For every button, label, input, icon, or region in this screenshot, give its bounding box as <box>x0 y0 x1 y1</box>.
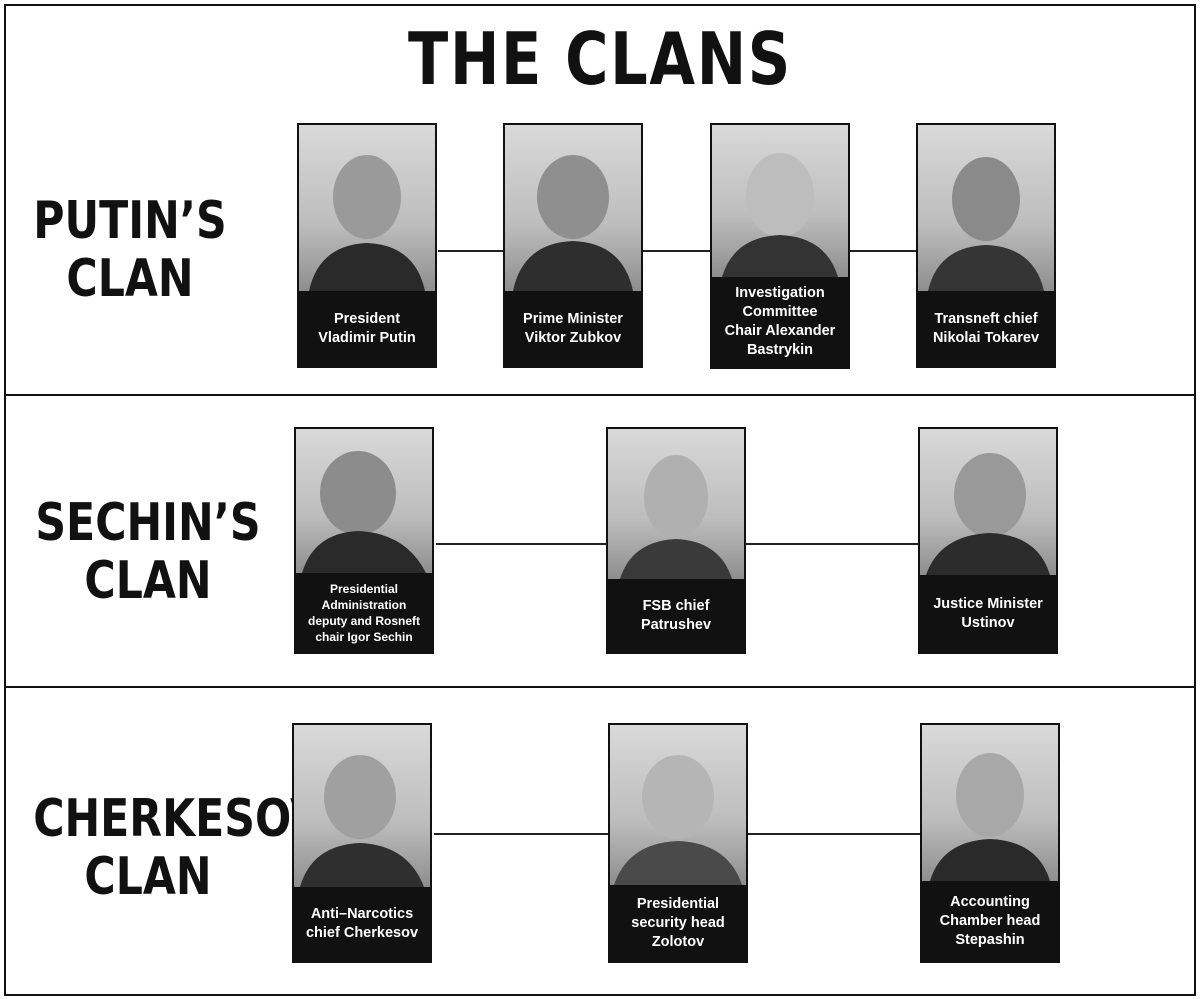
portrait-photo <box>712 125 848 277</box>
member-card: Investigation Committee Chair Alexander … <box>710 123 850 369</box>
clan-label-putin: PUTIN’S CLAN <box>33 191 227 309</box>
member-caption: Justice Minister Ustinov <box>933 595 1043 631</box>
person-silhouette-icon <box>614 755 742 885</box>
member-card: Prime Minister Viktor Zubkov <box>503 123 643 368</box>
member-caption: Transneft chief Nikolai Tokarev <box>932 310 1040 346</box>
person-silhouette-icon <box>928 157 1044 291</box>
portrait-photo <box>608 429 744 579</box>
person-silhouette-icon <box>309 155 425 291</box>
member-caption: Investigation Committee Chair Alexander … <box>724 285 836 358</box>
portrait-photo <box>610 725 746 885</box>
diagram-title: THE CLANS <box>408 17 792 101</box>
person-silhouette-icon <box>300 755 424 887</box>
portrait-photo <box>505 125 641 291</box>
member-card: Anti–Narcotics chief Cherkesov <box>292 723 432 963</box>
person-silhouette-icon <box>620 455 732 579</box>
member-card: President Vladimir Putin <box>297 123 437 368</box>
connector-putin <box>438 250 916 252</box>
person-silhouette-icon <box>930 753 1050 881</box>
clan-label-sechin: SECHIN’S CLAN <box>35 493 261 611</box>
member-caption: FSB chief Patrushev <box>640 597 712 633</box>
clan-label-cherkesov: CHERKESOV’S CLAN <box>33 789 371 907</box>
portrait-photo <box>918 125 1054 291</box>
person-silhouette-icon <box>722 153 838 277</box>
person-silhouette-icon <box>513 155 633 291</box>
portrait-photo <box>299 125 435 291</box>
diagram-frame <box>4 4 1196 996</box>
member-caption: Presidential Administration deputy and R… <box>307 581 420 644</box>
member-caption: Accounting Chamber head Stepashin <box>939 893 1041 948</box>
portrait-photo <box>294 725 430 887</box>
member-card: Transneft chief Nikolai Tokarev <box>916 123 1056 368</box>
member-card: Justice Minister Ustinov <box>918 427 1058 654</box>
portrait-photo <box>922 725 1058 881</box>
portrait-photo <box>920 429 1056 575</box>
band-divider-1 <box>4 394 1196 396</box>
member-card: Presidential Administration deputy and R… <box>294 427 434 654</box>
person-silhouette-icon <box>302 451 426 573</box>
member-caption: Presidential security head Zolotov <box>631 895 725 950</box>
member-caption: Anti–Narcotics chief Cherkesov <box>305 906 419 941</box>
member-caption: Prime Minister Viktor Zubkov <box>523 310 623 346</box>
member-caption: President Vladimir Putin <box>318 310 416 346</box>
portrait-photo <box>296 429 432 573</box>
band-divider-2 <box>4 686 1196 688</box>
member-card: FSB chief Patrushev <box>606 427 746 654</box>
person-silhouette-icon <box>926 453 1050 575</box>
member-card: Presidential security head Zolotov <box>608 723 748 963</box>
member-card: Accounting Chamber head Stepashin <box>920 723 1060 963</box>
